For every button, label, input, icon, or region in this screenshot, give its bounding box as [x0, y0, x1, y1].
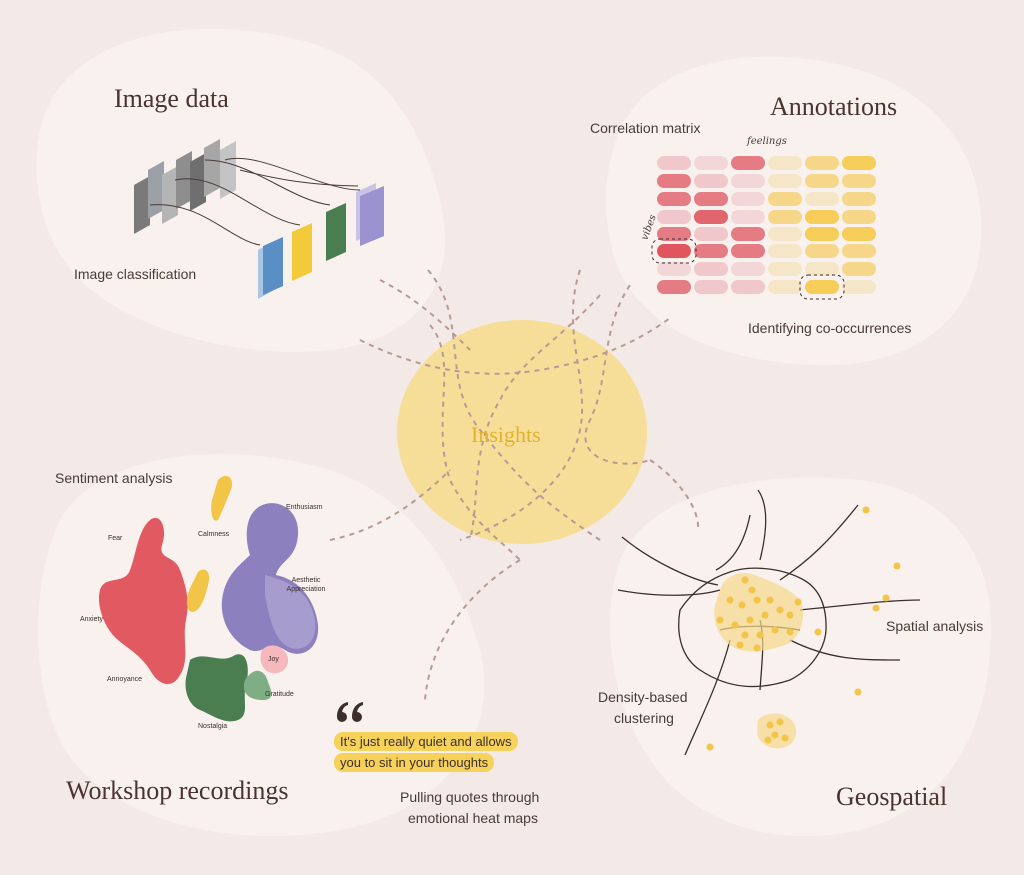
quote-line-1: It's just really quiet and allows: [334, 732, 518, 751]
image-data-title: Image data: [114, 84, 229, 113]
insights-circle: [397, 320, 647, 544]
correlation-matrix-label: Correlation matrix: [590, 120, 701, 136]
emotion-gratitude: Gratitude: [265, 691, 294, 698]
image-classification-layers: [134, 139, 384, 299]
correlation-matrix: [651, 156, 876, 300]
highlight-feelings: [799, 274, 845, 300]
highlighted-quote: It's just really quiet and allows you to…: [334, 731, 518, 773]
emotion-fear: Fear: [108, 535, 123, 542]
emotion-nostalgia: Nostalgia: [198, 723, 228, 730]
emotion-anxiety: Anxiety: [80, 616, 103, 623]
geospatial-title: Geospatial: [836, 782, 948, 811]
density-clustering-label-line1: Density-based: [598, 689, 688, 705]
emotion-joy: Joy: [268, 656, 279, 663]
quote-line-2: you to sit in your thoughts: [334, 753, 495, 772]
emotion-aesthetic-appreciation: Aesthetic Appreciation: [286, 577, 326, 593]
feelings-tag: feelings: [747, 136, 787, 147]
geo-roads: [617, 489, 921, 756]
pulling-quotes-label-line2: emotional heat maps: [408, 810, 538, 826]
identifying-co-occurrences-label: Identifying co-occurrences: [748, 320, 912, 336]
geo-points: [706, 506, 901, 751]
workshop-recordings-title: Workshop recordings: [66, 776, 289, 805]
emotion-calmness: Calmness: [198, 531, 230, 538]
sentiment-analysis-label: Sentiment analysis: [55, 470, 173, 486]
quote-icon: [337, 702, 363, 722]
geo-cluster-1: [714, 573, 804, 652]
image-classification-label: Image classification: [74, 266, 197, 282]
pulling-quotes-label-line1: Pulling quotes through: [400, 789, 540, 805]
insights-label: Insights: [471, 422, 541, 447]
emotion-annoyance: Annoyance: [107, 676, 143, 683]
emotion-enthusiasm: Enthusiasm: [286, 504, 323, 511]
image-arrows: [149, 158, 361, 246]
spatial-analysis-label: Spatial analysis: [886, 618, 984, 634]
highlight-vibes: [651, 238, 697, 264]
connector-paths: [329, 269, 700, 701]
density-clustering-label-line2: clustering: [614, 710, 674, 726]
annotations-title: Annotations: [770, 92, 898, 121]
sentiment-map: [98, 475, 319, 722]
image-data-blob: [36, 28, 446, 352]
